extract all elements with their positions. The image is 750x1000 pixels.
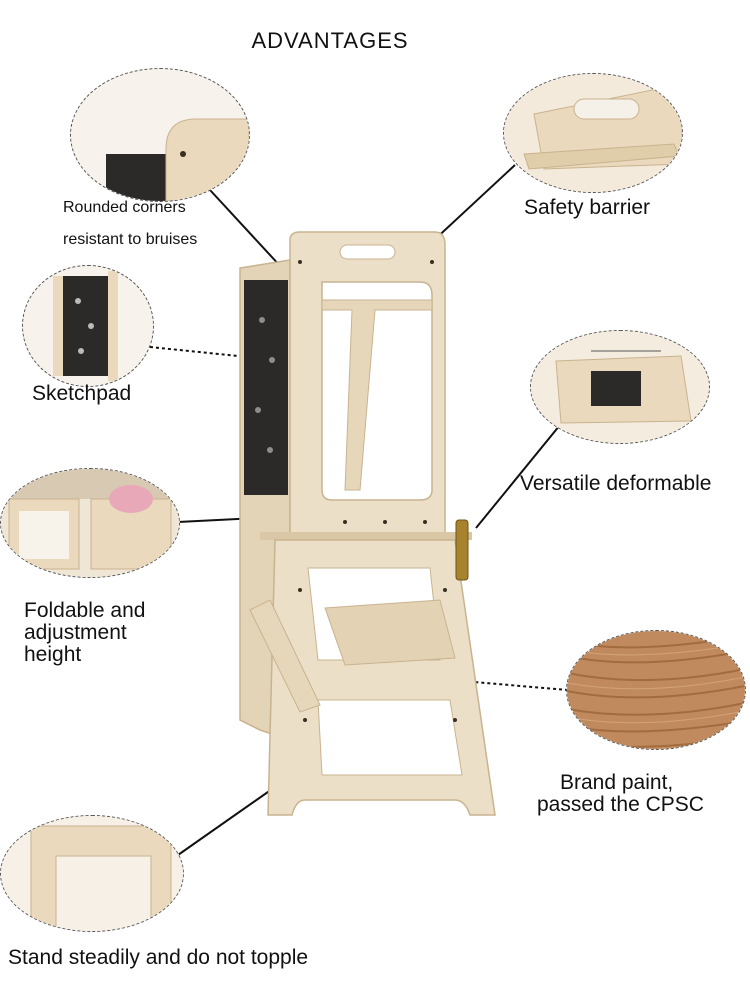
rounded-corners-label-2: resistant to bruises	[63, 231, 198, 248]
line-stand	[177, 779, 286, 856]
wood-grain-bubble	[566, 630, 746, 750]
versatile-label: Versatile deformable	[520, 472, 712, 495]
handle-hole	[339, 244, 396, 260]
line-rounded-corners	[209, 189, 283, 269]
paint-label-1: Brand paint,	[560, 771, 674, 794]
sketchpad-label: Sketchpad	[32, 382, 132, 405]
stand-bubble	[0, 815, 184, 932]
line-versatile	[475, 424, 561, 529]
paint-label-2: passed the CPSC	[537, 793, 704, 816]
chalkboard	[244, 280, 288, 495]
step-platform	[324, 599, 456, 666]
foldable-label-2: adjustment	[24, 621, 127, 644]
safety-barrier-label: Safety barrier	[524, 196, 651, 219]
sketchpad-bubble	[22, 265, 154, 387]
versatile-bubble	[530, 330, 710, 444]
stand-label: Stand steadily and do not topple	[8, 946, 309, 969]
foldable-label-3: height	[24, 643, 82, 666]
foldable-bubble	[0, 468, 180, 578]
safety-barrier-bubble	[503, 73, 683, 193]
latch	[455, 519, 469, 581]
rounded-corners-label-1: Rounded corners	[63, 199, 186, 216]
rounded-corners-bubble	[70, 68, 250, 202]
page-title: ADVANTAGES	[251, 28, 409, 53]
foldable-label-1: Foldable and	[24, 599, 146, 622]
line-sketchpad	[149, 346, 249, 358]
